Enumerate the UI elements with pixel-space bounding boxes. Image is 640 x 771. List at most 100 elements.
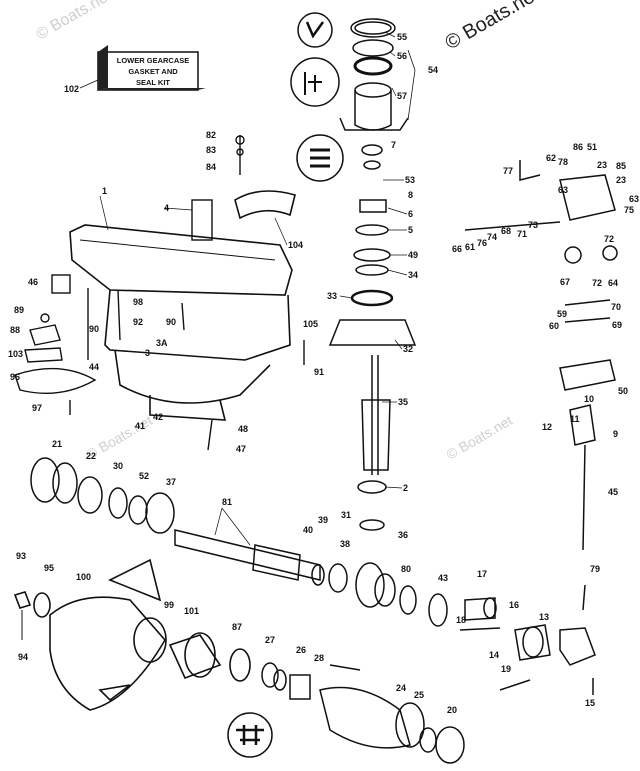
callout: 48 [238, 424, 248, 434]
callout: 7 [391, 140, 396, 150]
callout: 60 [549, 321, 559, 331]
callout: 43 [438, 573, 448, 583]
callout: 3A [156, 338, 168, 348]
callout-102: 102 [64, 84, 79, 94]
callout: 103 [8, 349, 23, 359]
callout: 30 [113, 461, 123, 471]
kit-label-line2: GASKET AND [128, 67, 178, 76]
callout: 46 [28, 277, 38, 287]
callout: 6 [408, 209, 413, 219]
callout: 14 [489, 650, 499, 660]
callout: 45 [608, 487, 618, 497]
callout: 90 [166, 317, 176, 327]
propeller-shaft-assembly [30, 457, 448, 627]
callout: 16 [509, 600, 519, 610]
callout: 95 [44, 563, 54, 573]
callout: 105 [303, 319, 318, 329]
callout: 96 [10, 372, 20, 382]
callout: 41 [135, 421, 145, 431]
callout: 44 [89, 362, 99, 372]
callout: 79 [590, 564, 600, 574]
callout: 10 [584, 394, 594, 404]
callout: 17 [477, 569, 487, 579]
callout: 66 [452, 244, 462, 254]
callout: 52 [139, 471, 149, 481]
callout: 76 [477, 238, 487, 248]
callout: 33 [327, 291, 337, 301]
callout: 57 [397, 91, 407, 101]
callout: 64 [608, 278, 618, 288]
callout: 82 [206, 130, 216, 140]
callout: 87 [232, 622, 242, 632]
callout: 77 [503, 166, 513, 176]
kit-label-line1: LOWER GEARCASE [117, 56, 190, 65]
callout: 101 [184, 606, 199, 616]
callout: 11 [570, 414, 580, 424]
callout: 9 [613, 429, 618, 439]
callout: 89 [14, 305, 24, 315]
callout: 55 [397, 32, 407, 42]
callout: 25 [414, 690, 424, 700]
callout: 38 [340, 539, 350, 549]
callout: 53 [405, 175, 415, 185]
callout: 37 [166, 477, 176, 487]
callout: 32 [403, 344, 413, 354]
callout: 94 [18, 652, 28, 662]
callout: 19 [501, 664, 511, 674]
callout: 42 [153, 412, 163, 422]
callout: 36 [398, 530, 408, 540]
propeller [13, 558, 251, 711]
callout: 24 [396, 683, 406, 693]
callout: 81 [222, 497, 232, 507]
callout: 86 [573, 142, 583, 152]
callout: 72 [592, 278, 602, 288]
callout: 61 [465, 242, 475, 252]
callout: 62 [546, 153, 556, 163]
callout: 69 [612, 320, 622, 330]
kit-label-line3: SEAL KIT [136, 78, 170, 87]
callout: 63 [629, 194, 639, 204]
callout: 63 [558, 185, 568, 195]
callout: 54 [428, 65, 438, 75]
callout: 31 [341, 510, 351, 520]
shift-linkage [464, 160, 618, 611]
leader-lines [99, 31, 408, 546]
clutch-components [459, 597, 596, 695]
callout: 68 [501, 226, 511, 236]
callout: 74 [487, 232, 497, 242]
callout: 13 [539, 612, 549, 622]
callout: 83 [206, 145, 216, 155]
callout: 71 [517, 229, 527, 239]
callout: 28 [314, 653, 324, 663]
callout: 90 [89, 324, 99, 334]
callout: 20 [447, 705, 457, 715]
callout: 3 [145, 348, 150, 358]
callout: 93 [16, 551, 26, 561]
callout: 51 [587, 142, 597, 152]
callout: 22 [86, 451, 96, 461]
callout: 75 [624, 205, 634, 215]
callout: 27 [265, 635, 275, 645]
callout: 35 [398, 397, 408, 407]
callout: 8 [408, 190, 413, 200]
callout: 84 [206, 162, 216, 172]
callout: 85 [616, 161, 626, 171]
callout: 40 [303, 525, 313, 535]
callout: 80 [401, 564, 411, 574]
callout: 59 [557, 309, 567, 319]
callout: 1 [102, 186, 107, 196]
callout: 18 [456, 615, 466, 625]
callout: 104 [288, 240, 303, 250]
callout: 98 [133, 297, 143, 307]
callout: 70 [611, 302, 621, 312]
callout: 91 [314, 367, 324, 377]
callout: 15 [585, 698, 595, 708]
gasket-seal-kit-box: LOWER GEARCASE GASKET AND SEAL KIT 102 [64, 45, 206, 94]
callout: 26 [296, 645, 306, 655]
callout: 21 [52, 439, 62, 449]
water-pump-housing-stack [290, 12, 416, 182]
callout: 92 [133, 317, 143, 327]
callout: 72 [604, 234, 614, 244]
callout: 12 [542, 422, 552, 432]
callout: 49 [408, 250, 418, 260]
